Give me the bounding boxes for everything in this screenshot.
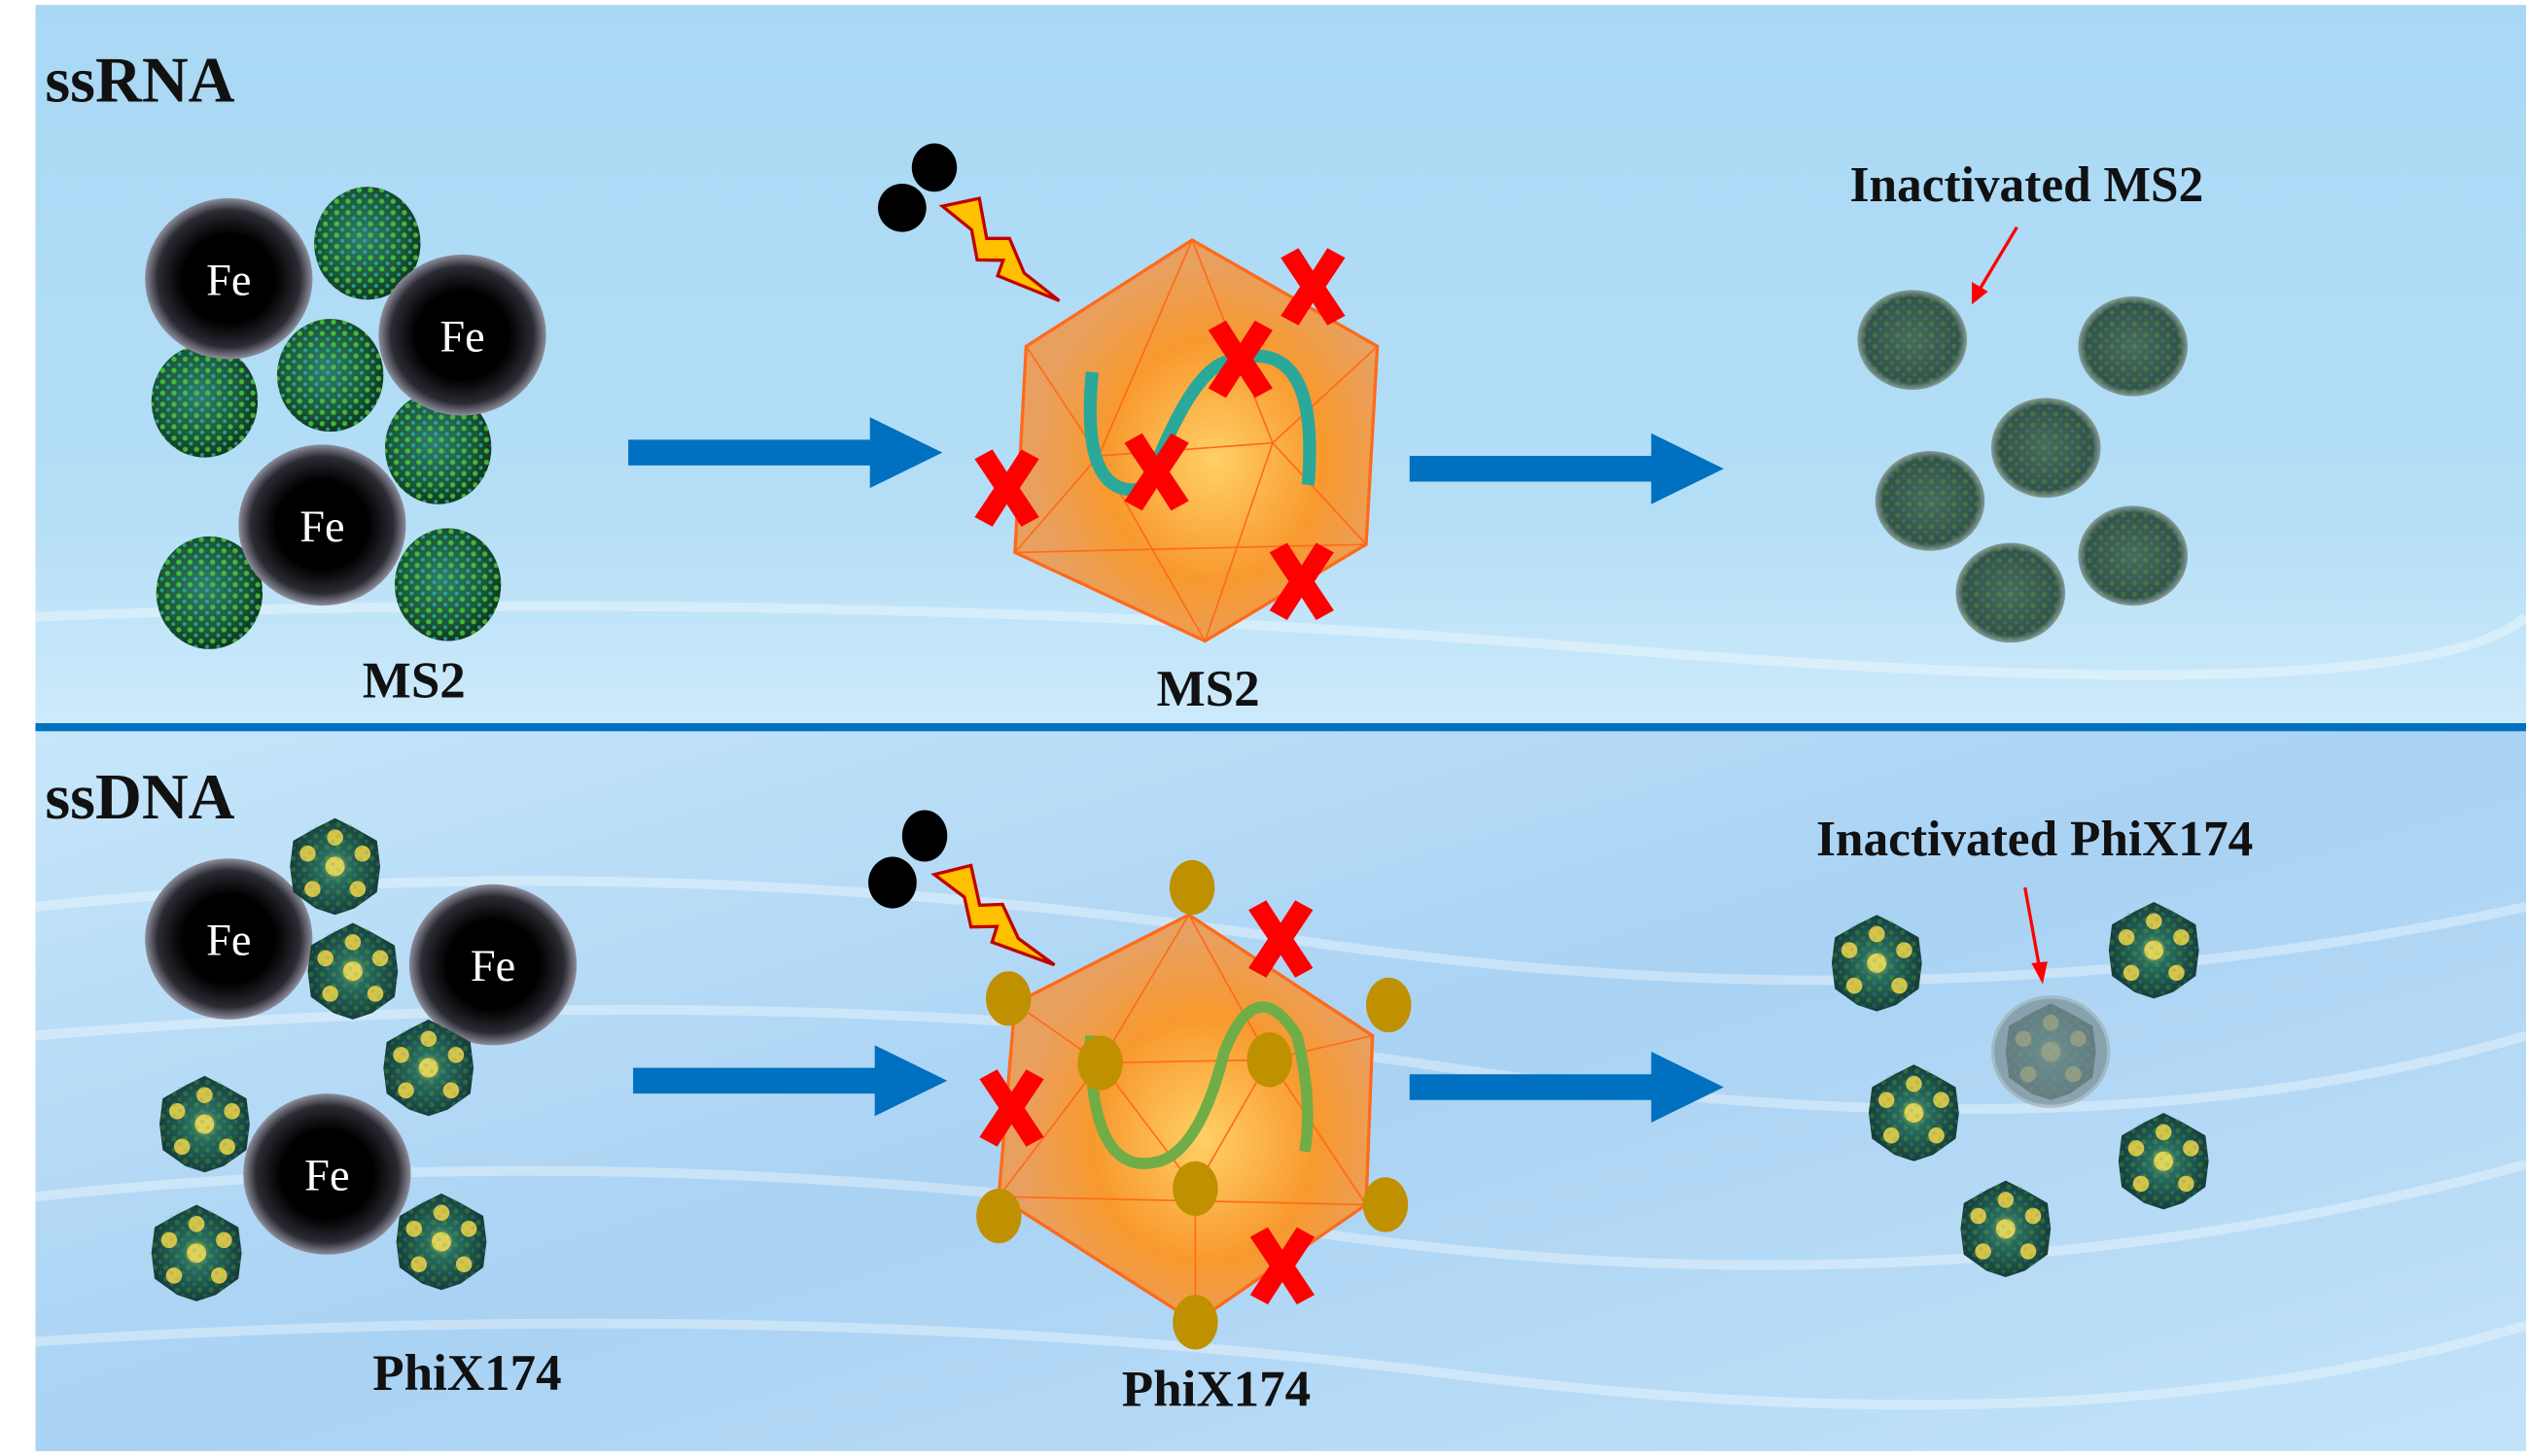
- ms2-capsid: [1013, 238, 1380, 643]
- process-arrow-icon: [628, 417, 943, 489]
- pointer-arrow-icon: [1972, 225, 2018, 305]
- fe-label: Fe: [439, 312, 484, 362]
- fe-label: Fe: [206, 917, 251, 966]
- fe-label: Fe: [299, 503, 344, 552]
- pointer-arrow-icon: [2023, 886, 2048, 985]
- fe-label: Fe: [304, 1152, 349, 1201]
- process-arrow-icon: [1409, 1052, 1724, 1123]
- inactivated-ms2-virus-icon: [1857, 290, 2189, 643]
- reactive-species-icon: [868, 810, 948, 909]
- fe-nanoparticle-icon: Fe Fe Fe: [145, 197, 546, 607]
- fe-label: Fe: [471, 942, 515, 991]
- virus-label-left-phix174: PhiX174: [372, 1345, 561, 1402]
- process-arrow-icon: [633, 1045, 948, 1117]
- inactivated-phix174-virus-icon: [1990, 995, 2111, 1109]
- virus-label-center-ms2: MS2: [1157, 661, 1260, 717]
- section-label-ssrna: ssRNA: [45, 45, 234, 116]
- process-arrow-icon: [1409, 433, 1724, 504]
- inactivated-phix174-label: Inactivated PhiX174: [1816, 812, 2253, 867]
- phix174-capsid: [976, 859, 1412, 1350]
- spike-knobs: [976, 859, 1412, 1350]
- fe-label: Fe: [206, 256, 251, 305]
- section-divider: [35, 723, 2526, 732]
- fe-nanoparticle-icon: Fe Fe Fe: [145, 858, 578, 1255]
- section-label-ssdna: ssDNA: [45, 762, 234, 833]
- reactive-species-icon: [878, 143, 958, 232]
- virus-label-left-ms2: MS2: [363, 653, 466, 710]
- inactivated-ms2-label: Inactivated MS2: [1849, 157, 2203, 213]
- virus-label-center-phix174: PhiX174: [1122, 1362, 1311, 1418]
